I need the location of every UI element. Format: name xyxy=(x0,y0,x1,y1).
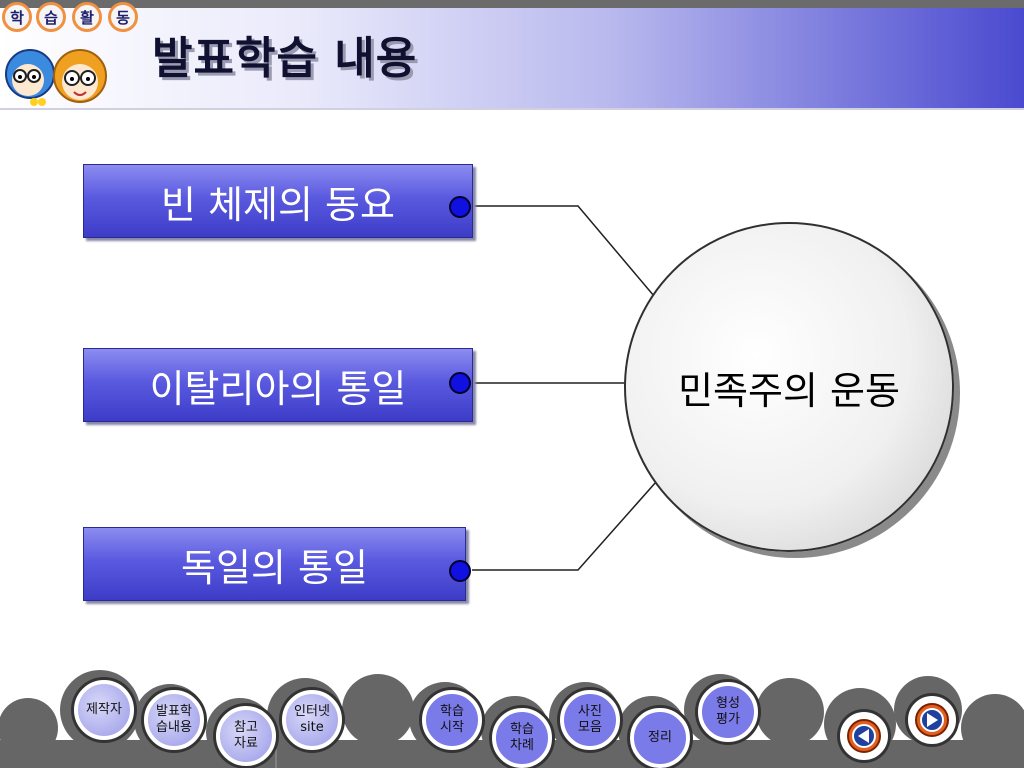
page-title: 발표학습 내용 xyxy=(152,33,418,84)
badge-3: 활 xyxy=(72,2,102,32)
topic-germany-unification[interactable]: 독일의 통일 xyxy=(83,527,466,601)
badge-2: 습 xyxy=(36,2,66,32)
center-topic: 민족주의 운동 xyxy=(624,222,954,552)
nav-summary-button[interactable]: 정리 xyxy=(630,708,690,768)
top-strip xyxy=(0,0,1024,8)
nav-creator-button[interactable]: 제작자 xyxy=(74,680,134,740)
topic-vienna-system[interactable]: 빈 체제의 동요 xyxy=(83,164,473,238)
prev-arrow-icon xyxy=(847,719,881,753)
topic-dot-2 xyxy=(449,372,471,394)
topic-dot-1 xyxy=(449,196,471,218)
header-divider xyxy=(0,108,1024,110)
prev-page-button[interactable] xyxy=(840,712,888,760)
mascot-icon xyxy=(5,49,107,106)
next-arrow-icon xyxy=(915,703,949,737)
topic-italy-unification[interactable]: 이탈리아의 통일 xyxy=(83,348,473,422)
topic-dot-3 xyxy=(449,560,471,582)
badge-1: 학 xyxy=(2,2,32,32)
next-page-button[interactable] xyxy=(908,696,956,744)
badge-4: 동 xyxy=(108,2,138,32)
header-banner xyxy=(0,8,1024,108)
